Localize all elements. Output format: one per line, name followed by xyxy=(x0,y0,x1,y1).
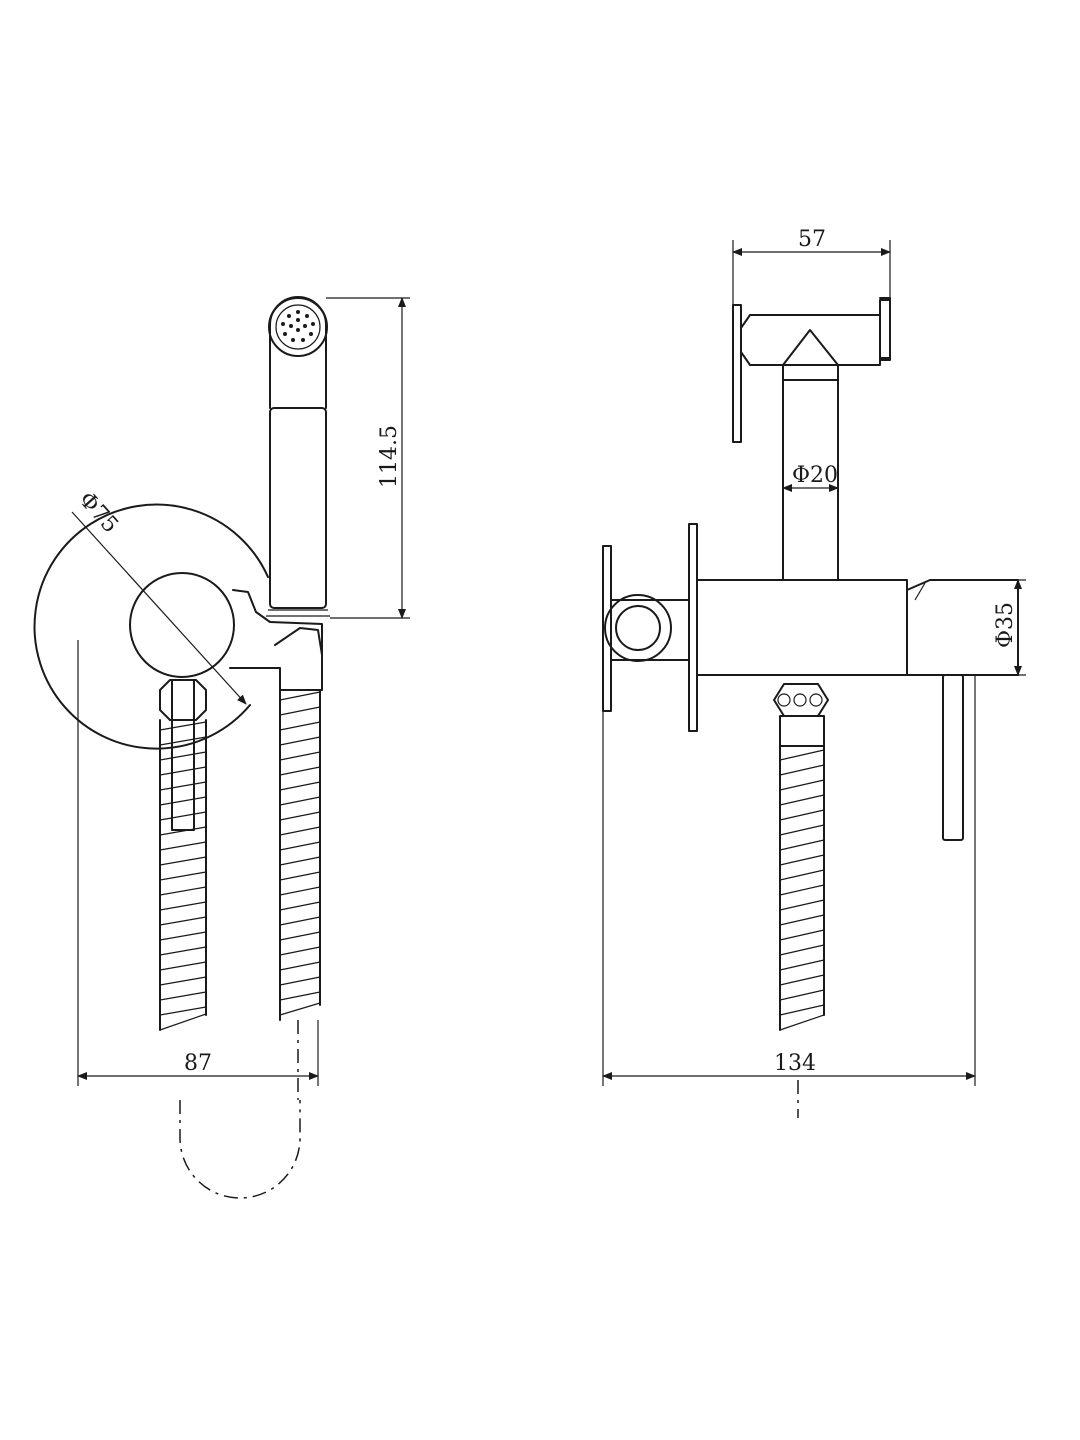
hose-right xyxy=(279,689,321,1021)
front-view: 57 Φ20 Φ35 134 xyxy=(602,227,1026,1118)
dim-top-width: 57 xyxy=(798,227,826,252)
side-view: 87 114.5 Φ75 xyxy=(33,296,410,1199)
hose-nut-left xyxy=(159,679,207,721)
wall-plate-outline xyxy=(33,503,269,750)
dim-spout-diameter: Φ20 xyxy=(792,463,838,488)
hose-left xyxy=(159,679,207,1031)
hose-nut-front xyxy=(773,683,829,717)
hose-front xyxy=(779,745,825,1031)
handheld-sprayer xyxy=(266,296,330,617)
holder-clip xyxy=(274,627,323,656)
holder-ring-outer xyxy=(604,594,672,662)
hose-loop-dashed xyxy=(179,1100,301,1199)
spray-holes xyxy=(281,310,315,342)
valve-body-circle xyxy=(129,572,235,678)
holder-arm xyxy=(229,589,323,691)
dim-height: 114.5 xyxy=(377,425,402,488)
holder-ring-inner xyxy=(615,605,661,651)
dim-front-width: 134 xyxy=(774,1051,816,1076)
sprayer-head-top xyxy=(732,297,891,443)
dim-side-width: 87 xyxy=(184,1051,212,1076)
valve-body xyxy=(696,579,908,676)
dim-body-diameter: Φ35 xyxy=(993,602,1018,648)
lever-rod xyxy=(942,674,964,841)
front-wall-plate xyxy=(688,523,698,732)
